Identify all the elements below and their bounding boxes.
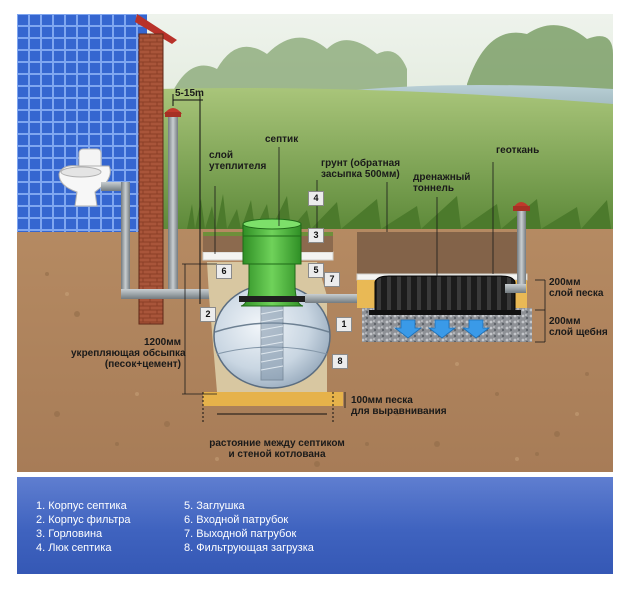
insulation-label-line1: слой	[209, 150, 234, 161]
drain-tunnel-label-line1: дренажный	[413, 172, 471, 183]
marker-8: 8	[332, 354, 348, 369]
gravel-layer-label-line1: 200мм	[549, 316, 581, 327]
marker-6: 6	[216, 264, 232, 279]
pit-gap-label-line1: растояние между септиком	[209, 438, 345, 449]
marker-7: 7	[324, 272, 340, 287]
soil-label-line1: грунт (обратная	[321, 158, 401, 169]
drain-tunnel-label: дренажный тоннель	[413, 172, 470, 194]
pit-gap-label-line2: и стеной котлована	[228, 449, 326, 460]
marker-2: 2	[200, 307, 216, 322]
gravel-layer-label: 200мм слой щебня	[549, 316, 608, 338]
geotextile-label: геоткань	[496, 145, 540, 156]
sand-layer-label: 200мм слой песка	[549, 277, 603, 299]
backfill-label-line1: 1200мм	[143, 337, 181, 348]
legend-item-7: 7. Выходной патрубок	[184, 528, 297, 540]
septic-label: септик	[265, 134, 299, 145]
drain-tunnel-label-line2: тоннель	[413, 183, 455, 194]
leveling-sand-label-line1: 100мм песка	[351, 395, 413, 406]
gravel-layer-label-line2: слой щебня	[549, 327, 608, 338]
leveling-sand-label-line2: для выравнивания	[351, 406, 447, 417]
legend-item-3: 3. Горловина	[36, 528, 103, 540]
legend-item-1: 1. Корпус септика	[36, 500, 127, 512]
backfill-label-line2: укрепляющая обсыпка	[71, 348, 186, 359]
backfill-label: 1200мм укрепляющая обсыпка (песок+цемент…	[71, 337, 186, 370]
pit-gap-label: растояние между септиком и стеной котлов…	[197, 438, 357, 460]
legend-item-5: 5. Заглушка	[184, 500, 245, 512]
sand-layer-label-line1: 200мм	[549, 277, 581, 288]
insulation-label: слой утеплителя	[209, 150, 266, 172]
legend-item-6: 6. Входной патрубок	[184, 514, 289, 526]
marker-4: 4	[308, 191, 324, 206]
leveling-sand-label: 100мм песка для выравнивания	[351, 395, 447, 417]
marker-5: 5	[308, 263, 324, 278]
marker-1: 1	[336, 317, 352, 332]
legend-item-4: 4. Люк септика	[36, 542, 112, 554]
diagram-illustration	[17, 14, 613, 472]
distance-label: 5-15m	[175, 88, 204, 99]
septic-diagram: 5-15m септик слой утеплителя грунт (обра…	[17, 14, 613, 472]
legend-item-8: 8. Фильтрующая загрузка	[184, 542, 314, 554]
soil-label-line2: засыпка 500мм)	[321, 169, 400, 180]
backfill-label-line3: (песок+цемент)	[104, 359, 181, 370]
sand-layer-label-line2: слой песка	[549, 288, 604, 299]
soil-label: грунт (обратная засыпка 500мм)	[321, 158, 400, 180]
insulation-label-line2: утеплителя	[209, 161, 267, 172]
legend-item-2: 2. Корпус фильтра	[36, 514, 131, 526]
marker-3: 3	[308, 228, 324, 243]
legend-panel: 1. Корпус септика 2. Корпус фильтра 3. Г…	[17, 477, 613, 574]
